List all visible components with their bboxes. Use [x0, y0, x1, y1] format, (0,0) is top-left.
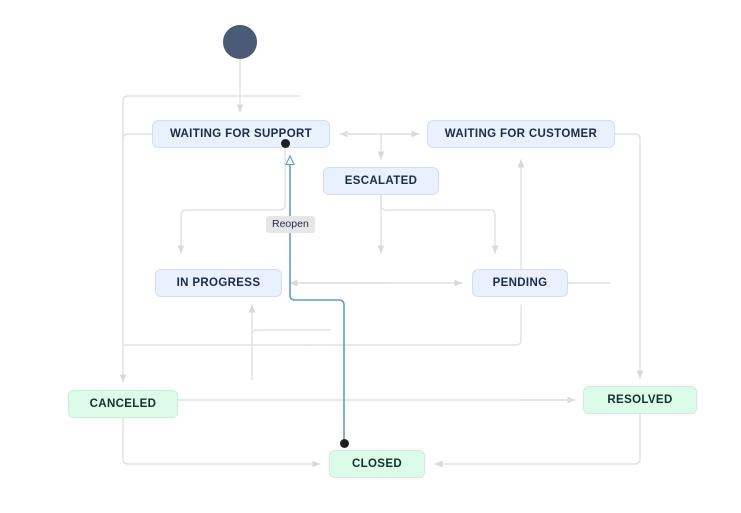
node-in-progress[interactable]: IN PROGRESS: [155, 269, 282, 297]
node-pending[interactable]: PENDING: [472, 269, 568, 297]
node-label-waiting-for-customer: WAITING FOR CUSTOMER: [444, 128, 598, 140]
edge-in-progress-lower-rail: [251, 329, 331, 336]
handle-closed-top[interactable]: [340, 439, 349, 448]
edge-resolved-to-closed: [434, 413, 641, 468]
node-canceled[interactable]: CANCELED: [68, 390, 178, 418]
edge-canceled-to-closed: [122, 417, 321, 468]
node-label-closed: CLOSED: [351, 458, 403, 470]
node-waiting-for-customer[interactable]: WAITING FOR CUSTOMER: [427, 120, 615, 148]
edge-waiting-for-support-to-canceled: [119, 133, 153, 383]
edge-waiting-for-support-to-in-progress: [182, 148, 287, 212]
edge-closed-to-waiting-for-support-reopen[interactable]: [285, 154, 345, 444]
node-escalated[interactable]: ESCALATED: [323, 167, 439, 195]
node-label-resolved: RESOLVED: [607, 394, 673, 406]
node-label-escalated: ESCALATED: [344, 175, 418, 187]
edge-label-reopen[interactable]: Reopen: [266, 216, 315, 233]
start-node[interactable]: [223, 25, 257, 59]
node-label-canceled: CANCELED: [89, 398, 157, 410]
handle-waiting-for-support-bottom[interactable]: [281, 139, 290, 148]
node-closed[interactable]: CLOSED: [329, 450, 425, 478]
node-resolved[interactable]: RESOLVED: [583, 386, 697, 414]
edge-right-column-rail: [305, 304, 522, 346]
edge-escalated-to-pending: [380, 194, 499, 254]
edge-waiting-for-support-to-in-progress-path: [177, 147, 286, 254]
node-label-pending: PENDING: [492, 277, 548, 289]
edge-waiting-for-customer-to-resolved: [614, 133, 644, 379]
node-label-waiting-for-support: WAITING FOR SUPPORT: [169, 128, 313, 140]
node-waiting-for-support[interactable]: WAITING FOR SUPPORT: [152, 120, 330, 148]
node-label-in-progress: IN PROGRESS: [176, 277, 261, 289]
